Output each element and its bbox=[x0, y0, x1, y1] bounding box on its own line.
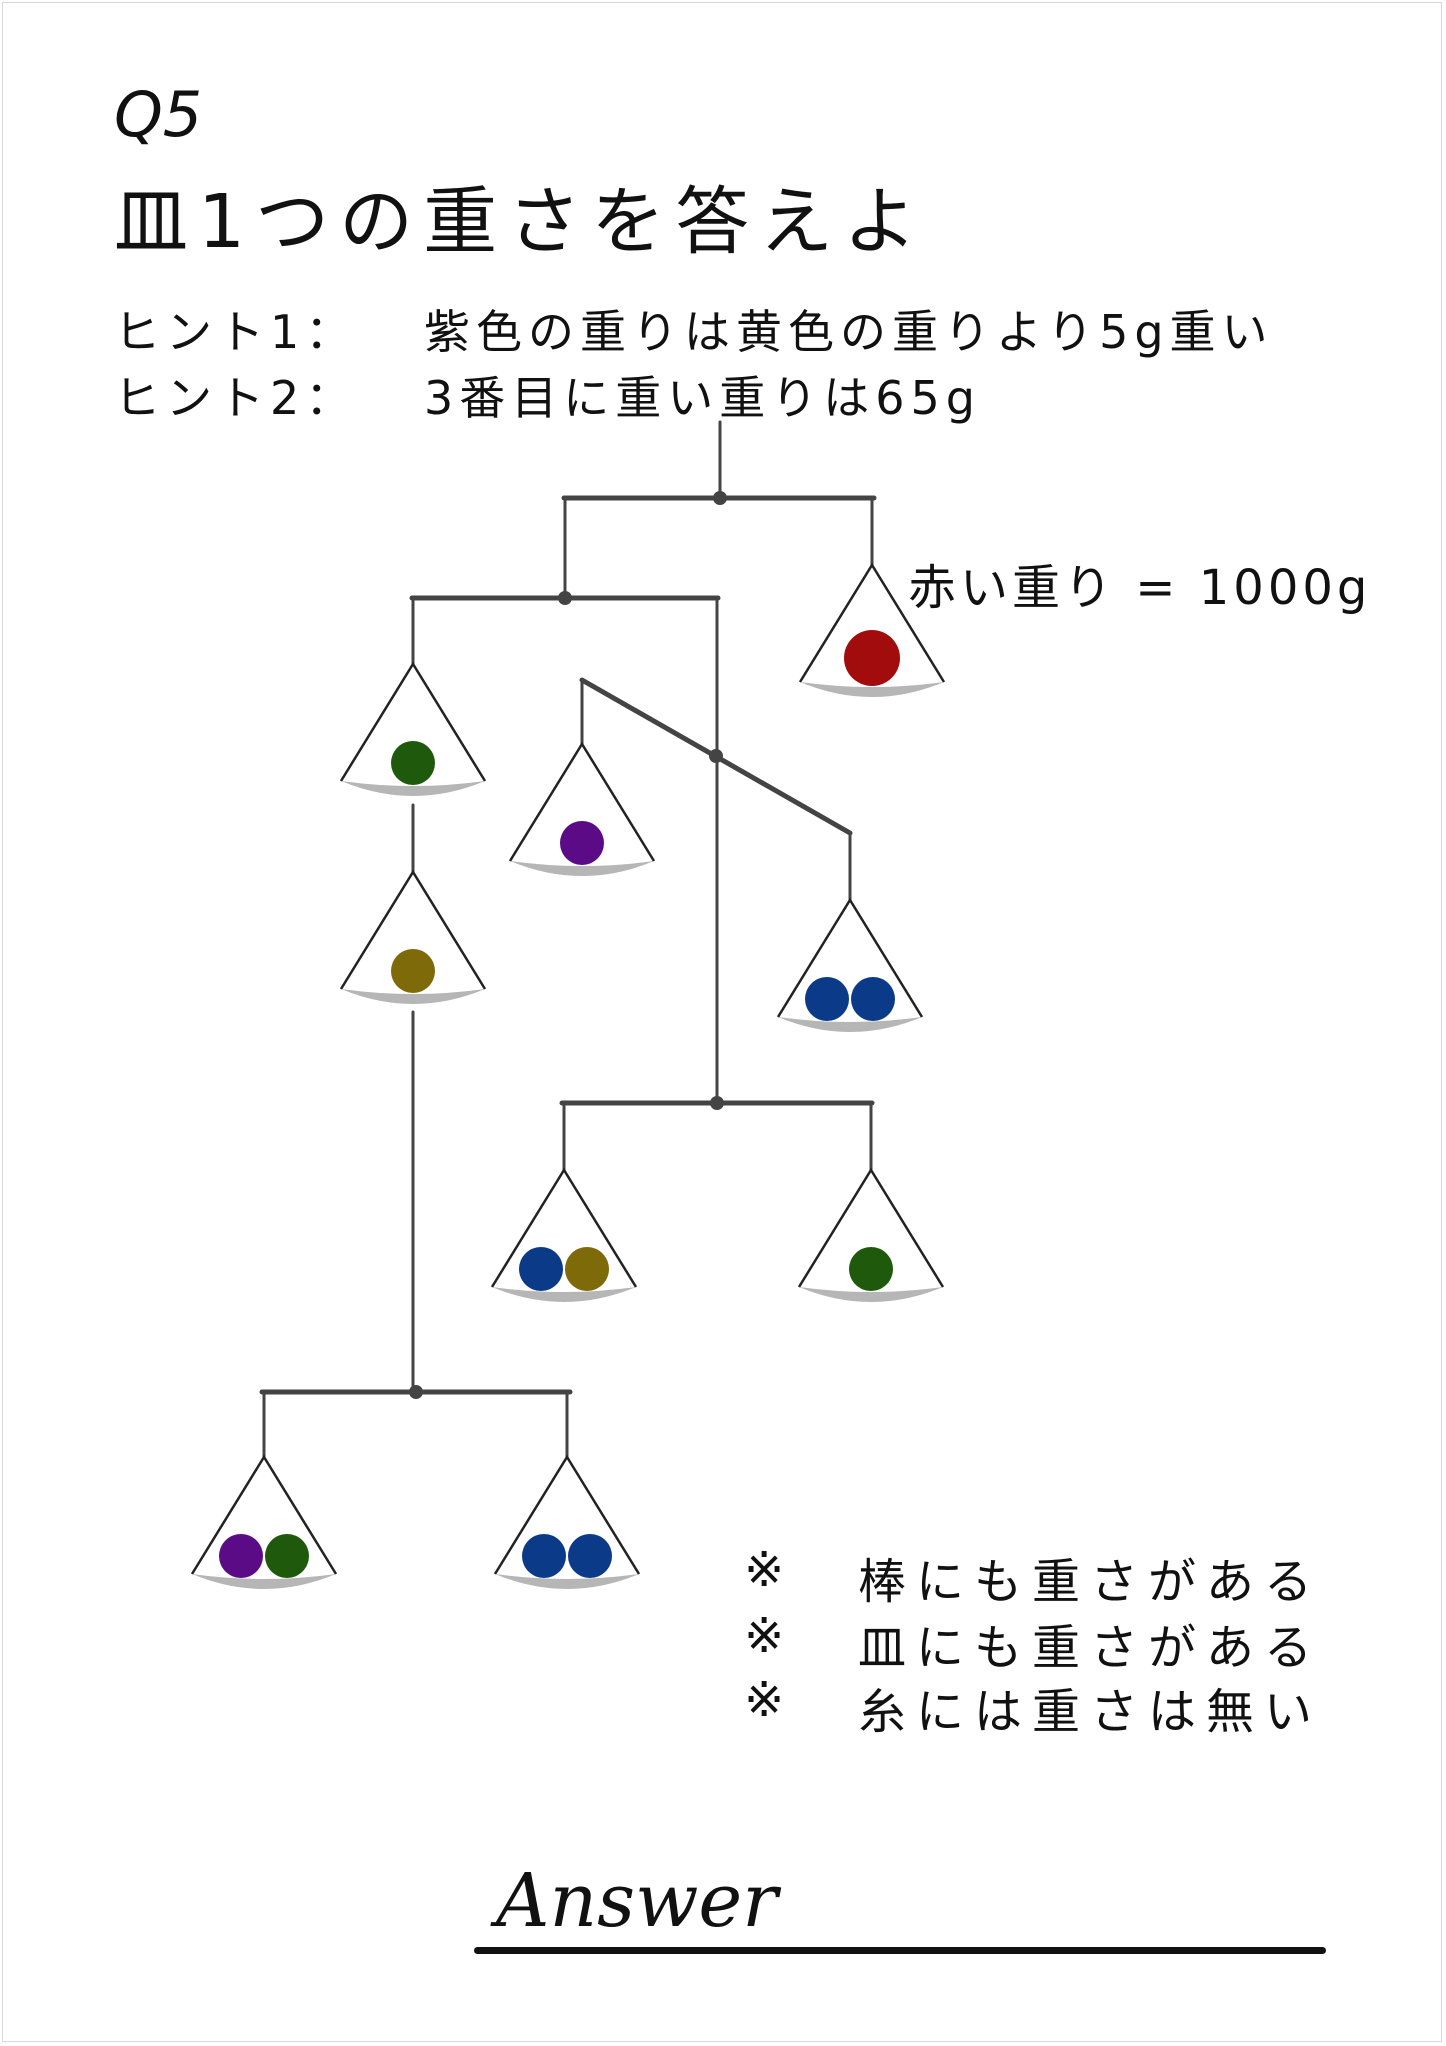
blue-weight bbox=[568, 1534, 612, 1578]
red-weight-label: 赤い重り = 1000g bbox=[908, 560, 1372, 616]
pan-two-blue-upper-plate bbox=[778, 1017, 922, 1032]
pans bbox=[190, 562, 946, 1589]
pan-olive-strings bbox=[339, 869, 487, 990]
pan-olive bbox=[339, 869, 487, 1004]
blue-weight bbox=[851, 977, 895, 1021]
answer-line[interactable] bbox=[474, 1947, 1326, 1954]
pivot-tilted bbox=[709, 749, 723, 763]
pan-purple-single-plate bbox=[510, 861, 654, 876]
olive-weight bbox=[565, 1247, 609, 1291]
hint-2-label: ヒント2： bbox=[114, 371, 358, 425]
pan-green-single-strings bbox=[797, 1167, 945, 1288]
pan-purple-green bbox=[190, 1454, 338, 1589]
green-weight bbox=[849, 1247, 893, 1291]
pan-blue-olive bbox=[490, 1167, 638, 1302]
answer-label: Answer bbox=[496, 1858, 778, 1944]
pan-purple-green-plate bbox=[192, 1574, 336, 1589]
pan-purple-single-strings bbox=[508, 741, 656, 862]
blue-weight bbox=[522, 1534, 566, 1578]
pan-green-top-plate bbox=[341, 781, 485, 796]
pan-green-top bbox=[339, 661, 487, 796]
question-title: 皿1つの重さを答えよ bbox=[114, 179, 928, 265]
pan-two-blue-lower-strings bbox=[493, 1454, 641, 1575]
red-pan-plate bbox=[800, 682, 944, 697]
pivot-top bbox=[713, 491, 727, 505]
red-pan bbox=[798, 562, 946, 697]
pan-blue-olive-plate bbox=[492, 1287, 636, 1302]
pan-green-single bbox=[797, 1167, 945, 1302]
purple-weight bbox=[560, 821, 604, 865]
red-weight bbox=[844, 630, 900, 686]
note-3-mark: ※ bbox=[744, 1672, 785, 1728]
pivot-level2 bbox=[558, 591, 572, 605]
pan-two-blue-lower bbox=[493, 1454, 641, 1589]
pan-green-single-plate bbox=[799, 1287, 943, 1302]
green-weight bbox=[265, 1534, 309, 1578]
note-2-text: 皿にも重さがある bbox=[858, 1620, 1323, 1676]
pan-blue-olive-strings bbox=[490, 1167, 638, 1288]
red-pan-strings bbox=[798, 562, 946, 683]
pivots bbox=[409, 491, 727, 1399]
green-weight bbox=[391, 741, 435, 785]
note-2-mark: ※ bbox=[744, 1608, 785, 1664]
pan-two-blue-upper bbox=[776, 897, 924, 1032]
hint-1-label: ヒント1： bbox=[114, 305, 358, 359]
hint-2-text: 3番目に重い重りは65g bbox=[424, 371, 981, 425]
note-1-mark: ※ bbox=[744, 1542, 785, 1598]
blue-weight bbox=[519, 1247, 563, 1291]
pivot-level4 bbox=[710, 1096, 724, 1110]
blue-weight bbox=[805, 977, 849, 1021]
olive-weight bbox=[391, 949, 435, 993]
note-1-text: 棒にも重さがある bbox=[858, 1554, 1323, 1610]
purple-weight bbox=[219, 1534, 263, 1578]
pan-two-blue-lower-plate bbox=[495, 1574, 639, 1589]
hint-1-text: 紫色の重りは黄色の重りより5g重い bbox=[424, 305, 1274, 359]
pivot-bottom bbox=[409, 1385, 423, 1399]
question-number: Q5 bbox=[114, 78, 203, 151]
pan-two-blue-upper-strings bbox=[776, 897, 924, 1018]
pan-purple-green-strings bbox=[190, 1454, 338, 1575]
note-3-text: 糸には重さは無い bbox=[858, 1684, 1323, 1740]
pan-olive-plate bbox=[341, 989, 485, 1004]
pan-green-top-strings bbox=[339, 661, 487, 782]
pan-purple-single bbox=[508, 741, 656, 876]
